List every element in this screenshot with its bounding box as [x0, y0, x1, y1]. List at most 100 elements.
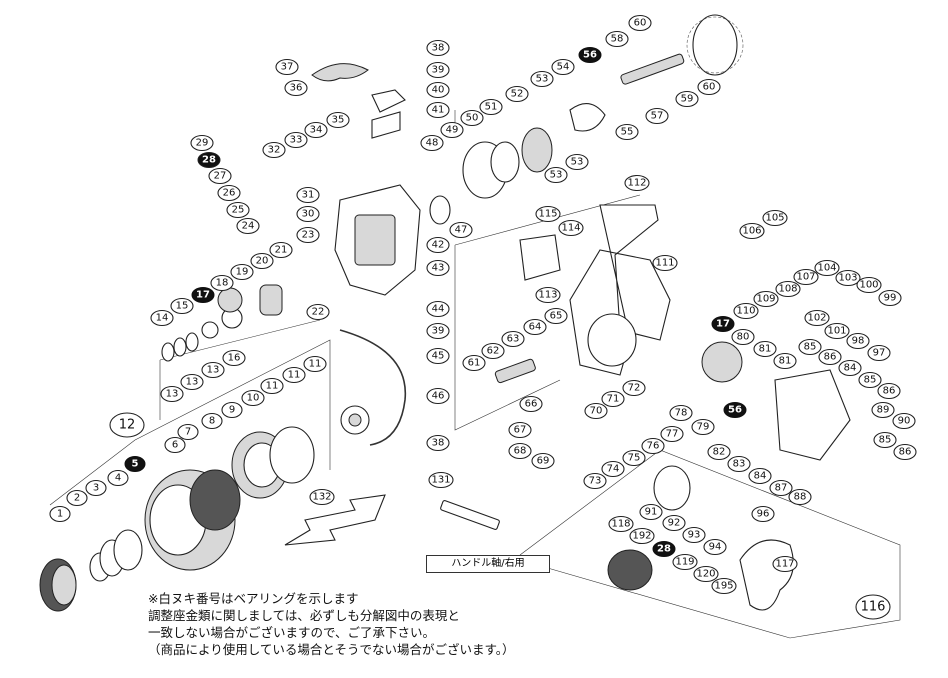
callout-89: 89 [871, 401, 895, 419]
svg-text:103: 103 [838, 273, 857, 284]
callout-30: 30 [296, 205, 320, 223]
callout-195: 195 [711, 577, 737, 595]
callout-56b: 56 [723, 402, 747, 418]
callout-60a: 60 [628, 14, 652, 32]
callout-32: 32 [262, 141, 286, 159]
svg-text:195: 195 [714, 581, 733, 592]
callout-98: 98 [846, 332, 870, 350]
svg-text:4: 4 [115, 473, 121, 484]
callout-70: 70 [584, 402, 608, 420]
callout-39b: 39 [426, 322, 450, 340]
callout-67: 67 [508, 421, 532, 439]
callout-92: 92 [662, 514, 686, 532]
callout-54: 54 [551, 58, 575, 76]
svg-text:93: 93 [688, 530, 701, 541]
callouts: 37 36 38 39 40 41 35 34 33 32 29 28 27 2… [49, 14, 917, 620]
callout-104: 104 [814, 259, 840, 277]
svg-text:116: 116 [861, 600, 886, 615]
callout-39a: 39 [426, 61, 450, 79]
callout-68: 68 [508, 442, 532, 460]
callout-107: 107 [793, 268, 819, 286]
svg-text:1: 1 [57, 509, 63, 520]
callout-47: 47 [449, 221, 473, 239]
callout-22: 22 [306, 303, 330, 321]
svg-text:105: 105 [765, 213, 784, 224]
callout-7: 7 [177, 423, 199, 441]
svg-text:42: 42 [432, 240, 445, 251]
callout-46: 46 [426, 387, 450, 405]
callout-119: 119 [672, 553, 698, 571]
svg-text:77: 77 [666, 429, 679, 440]
svg-text:18: 18 [216, 278, 229, 289]
callout-79: 79 [691, 418, 715, 436]
callout-63: 63 [501, 330, 525, 348]
callout-82: 82 [707, 443, 731, 461]
svg-text:34: 34 [310, 125, 323, 136]
callout-10: 10 [241, 389, 265, 407]
handle-shaft-note: ハンドル軸/右用 [426, 555, 550, 573]
callout-58: 58 [605, 30, 629, 48]
callout-13a: 13 [201, 361, 225, 379]
callout-13b: 13 [180, 373, 204, 391]
svg-text:54: 54 [557, 62, 570, 73]
callout-49: 49 [440, 121, 464, 139]
callout-55: 55 [615, 123, 639, 141]
svg-text:101: 101 [827, 326, 846, 337]
svg-text:78: 78 [675, 408, 688, 419]
callout-99: 99 [878, 289, 902, 307]
callout-19: 19 [230, 263, 254, 281]
svg-text:30: 30 [302, 209, 315, 220]
svg-text:91: 91 [645, 507, 658, 518]
svg-text:83: 83 [733, 459, 746, 470]
svg-text:119: 119 [675, 557, 694, 568]
svg-text:11: 11 [266, 381, 279, 392]
callout-86c: 86 [893, 443, 917, 461]
svg-text:85: 85 [804, 342, 817, 353]
callout-81a: 81 [753, 340, 777, 358]
svg-text:14: 14 [156, 313, 169, 324]
callout-71: 71 [601, 390, 625, 408]
callout-15: 15 [170, 297, 194, 315]
svg-text:88: 88 [794, 492, 807, 503]
callout-28b: 28 [652, 541, 676, 557]
svg-text:60: 60 [703, 82, 716, 93]
svg-text:40: 40 [432, 85, 445, 96]
callout-52: 52 [505, 85, 529, 103]
svg-text:120: 120 [696, 569, 715, 580]
svg-text:5: 5 [132, 459, 139, 470]
svg-text:74: 74 [607, 464, 620, 475]
callout-60b: 60 [697, 78, 721, 96]
svg-text:192: 192 [632, 531, 651, 542]
callout-112: 112 [624, 174, 650, 192]
callout-96: 96 [751, 505, 775, 523]
callout-14: 14 [150, 309, 174, 327]
callout-8: 8 [201, 412, 223, 430]
callout-84a: 84 [838, 359, 862, 377]
svg-text:86: 86 [899, 447, 912, 458]
svg-text:96: 96 [757, 509, 770, 520]
svg-text:11: 11 [309, 359, 322, 370]
svg-text:6: 6 [172, 440, 178, 451]
callout-23: 23 [296, 226, 320, 244]
svg-text:86: 86 [883, 386, 896, 397]
svg-text:22: 22 [312, 307, 325, 318]
callout-116: 116 [855, 594, 891, 620]
svg-text:61: 61 [468, 358, 481, 369]
callout-37: 37 [275, 58, 299, 76]
svg-text:117: 117 [775, 559, 794, 570]
callout-27: 27 [208, 167, 232, 185]
svg-text:53: 53 [571, 157, 584, 168]
callout-28a: 28 [197, 152, 221, 168]
svg-text:16: 16 [228, 353, 241, 364]
svg-text:65: 65 [550, 311, 563, 322]
callout-111: 111 [652, 254, 678, 272]
svg-text:13: 13 [186, 377, 199, 388]
callout-97: 97 [867, 344, 891, 362]
svg-text:39: 39 [432, 65, 445, 76]
svg-text:53: 53 [550, 170, 563, 181]
callout-17b: 17 [711, 316, 735, 332]
callout-45: 45 [426, 347, 450, 365]
svg-text:110: 110 [736, 306, 755, 317]
svg-text:36: 36 [290, 83, 303, 94]
callout-57: 57 [645, 107, 669, 125]
